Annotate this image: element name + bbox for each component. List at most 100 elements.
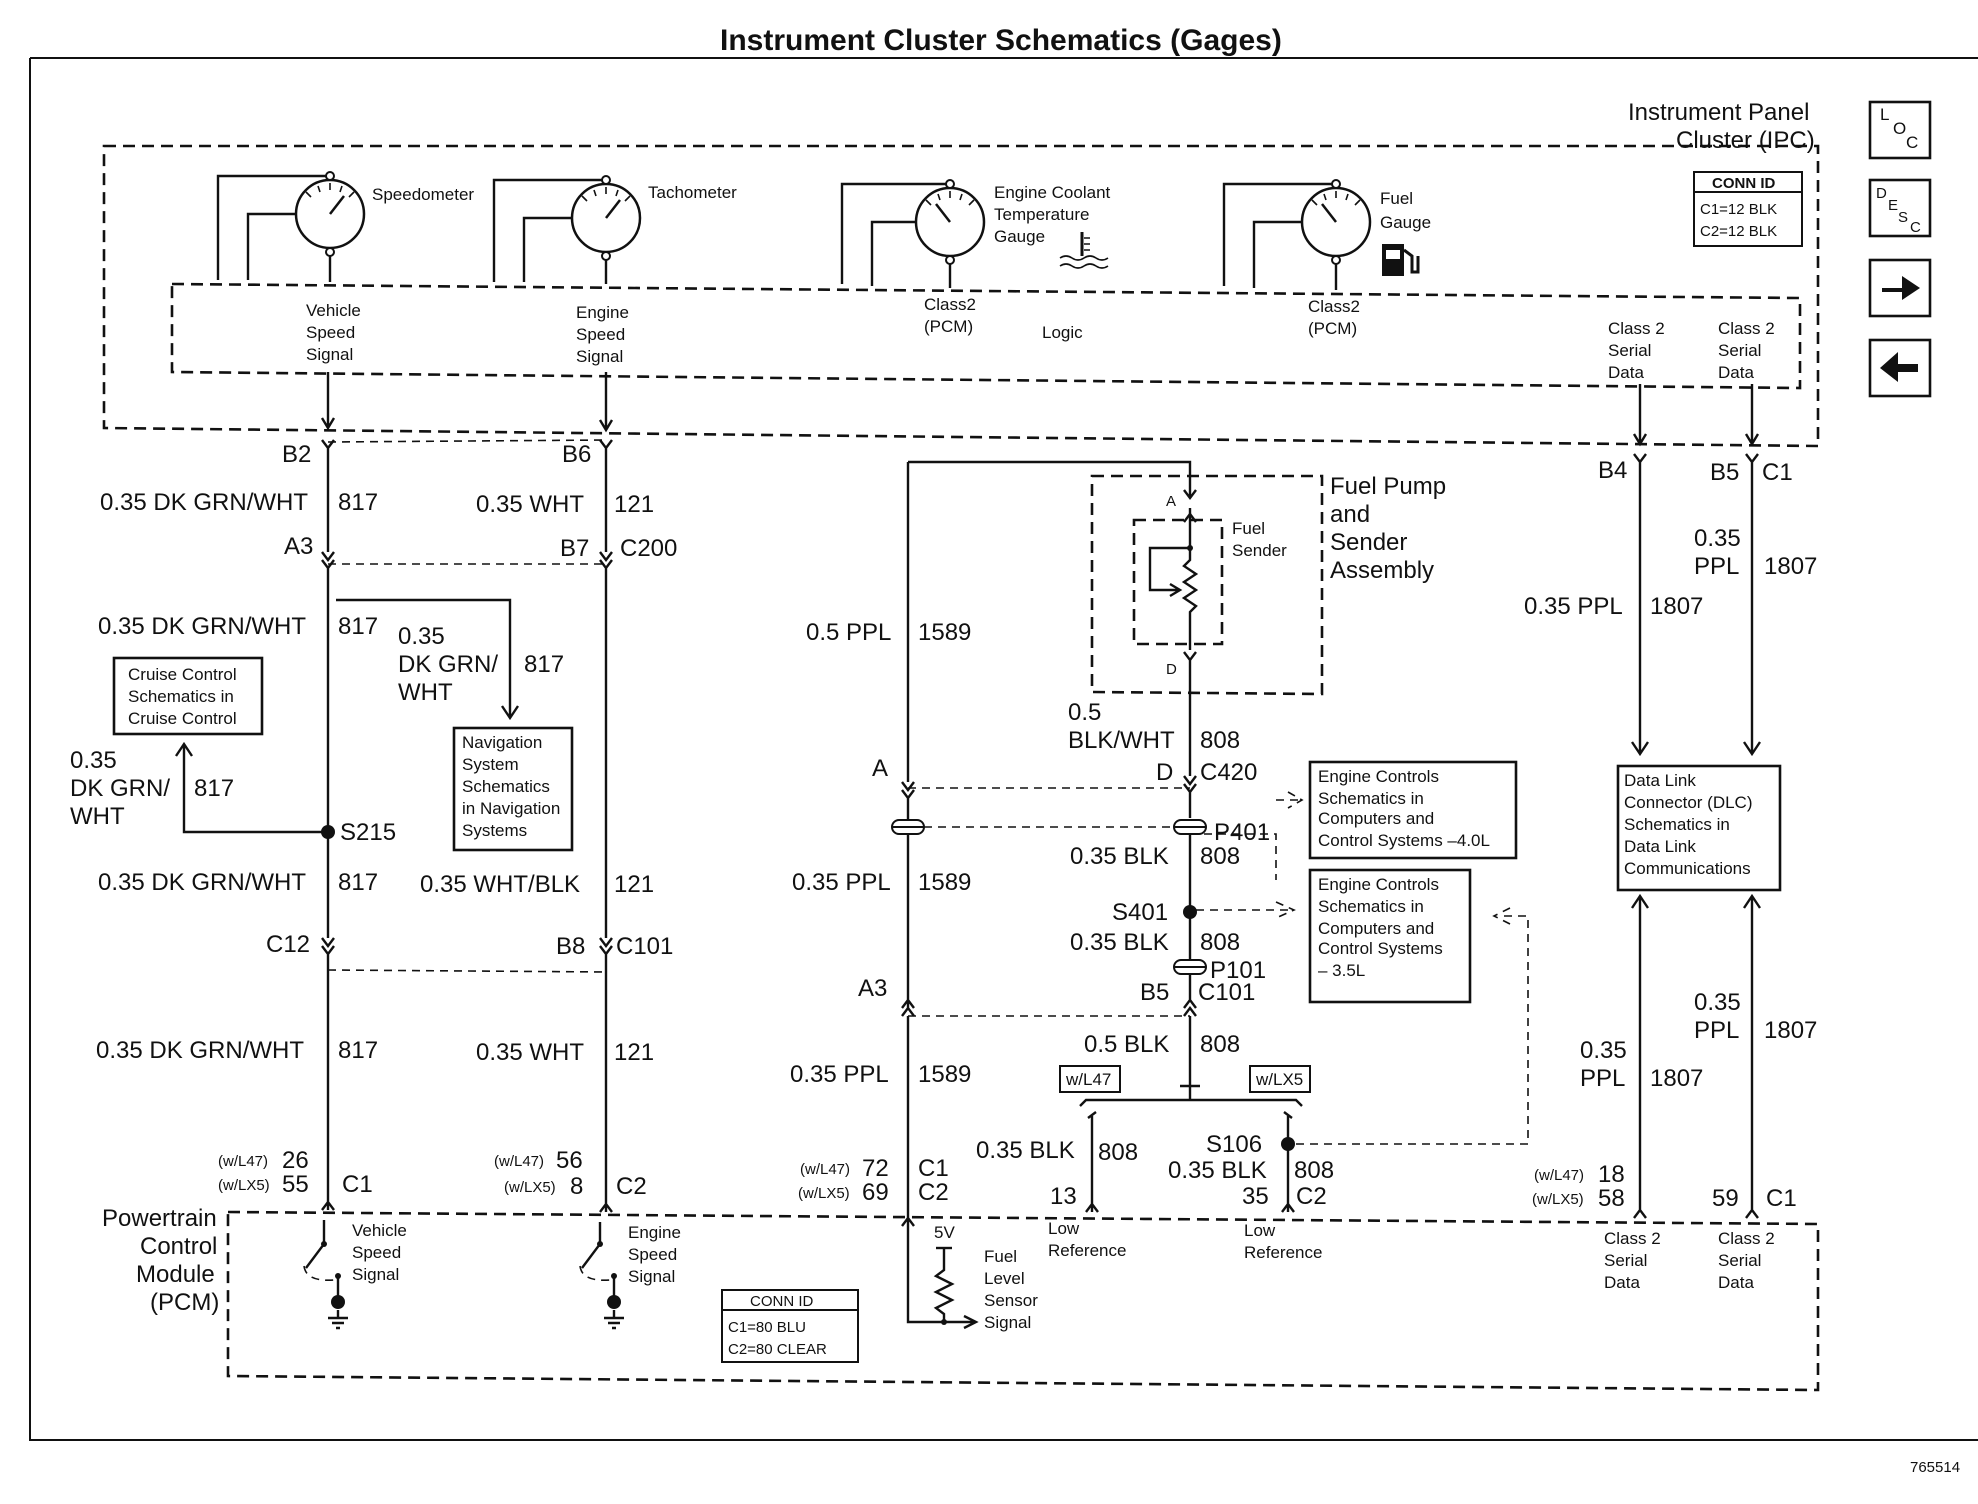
pin-dlc-l47: (w/L47) [1534, 1167, 1584, 1184]
fuel-sender-resistor-icon [1148, 508, 1199, 650]
ipc-serial-data-a-label: Class 2 Serial Data [1608, 319, 1665, 382]
wire-817-cc-num: 817 [194, 775, 234, 802]
wire-808-2-num: 808 [1200, 843, 1240, 870]
svg-text:Navigation: Navigation [462, 733, 542, 752]
pin-fuel-c2: C2 [918, 1179, 949, 1206]
wire-1589-3-num: 1589 [918, 1061, 971, 1088]
ipc-logic-outline [170, 282, 1802, 390]
engine-controls-4-0l-ref-box[interactable]: Engine Controls Schematics in Computers … [1308, 760, 1518, 860]
svg-text:Serial: Serial [1718, 341, 1761, 360]
wire-808-2-gauge: 0.35 BLK [1070, 843, 1169, 870]
pcm-fuel-level-label: Fuel Level Sensor Signal [984, 1247, 1038, 1332]
wire-1807-b-left-num: 1807 [1650, 1065, 1703, 1092]
svg-text:D: D [1876, 185, 1887, 202]
svg-text:Computers and: Computers and [1318, 919, 1434, 938]
svg-text:Signal: Signal [352, 1265, 399, 1284]
page-title: Instrument Cluster Schematics (Gages) [720, 24, 1282, 57]
svg-text:O: O [1893, 119, 1906, 138]
ipc-outline [102, 144, 1820, 448]
svg-text:Communications: Communications [1624, 859, 1751, 878]
conn-b5-mid: B5 [1140, 979, 1169, 1006]
wire-1589-1-gauge: 0.5 PPL [806, 619, 891, 646]
pin-ess-l47-num: 56 [556, 1147, 583, 1174]
pin-35-conn: C2 [1296, 1183, 1327, 1210]
svg-text:– 3.5L: – 3.5L [1318, 961, 1365, 980]
wire-1807-b-right-gauge-2: PPL [1694, 1017, 1739, 1044]
wire-817-nav-gauge-3: WHT [398, 679, 453, 706]
svg-text:Reference: Reference [1244, 1243, 1322, 1262]
pcm-vss-label: Vehicle Speed Signal [352, 1221, 407, 1284]
coolant-gauge-label-2: Temperature [994, 205, 1089, 224]
pin-ess-conn: C2 [616, 1173, 647, 1200]
ipc-vss-label: Vehicle Speed Signal [306, 301, 361, 364]
tachometer-icon [492, 175, 642, 284]
conn-b2: B2 [282, 441, 311, 468]
cruise-control-ref-box[interactable]: Cruise Control Schematics in Cruise Cont… [112, 656, 264, 736]
svg-text:Signal: Signal [628, 1267, 675, 1286]
wire-817-nav-gauge-2: DK GRN/ [398, 651, 498, 678]
svg-text:Class 2: Class 2 [1718, 1229, 1775, 1248]
svg-text:Serial: Serial [1604, 1251, 1647, 1270]
svg-text:CONN ID: CONN ID [750, 1293, 814, 1310]
engine-controls-3-5l-ref-box[interactable]: Engine Controls Schematics in Computers … [1308, 868, 1472, 1004]
svg-text:(PCM): (PCM) [1308, 319, 1357, 338]
pin-fuel-c1: C1 [918, 1155, 949, 1182]
svg-text:Low: Low [1048, 1219, 1080, 1238]
pcm-name-1: Powertrain [102, 1205, 217, 1232]
loc-button[interactable]: LOC [1868, 100, 1932, 160]
prev-arrow-button[interactable] [1868, 338, 1932, 398]
navigation-ref-box[interactable]: Navigation System Schematics in Navigati… [452, 726, 574, 852]
svg-text:Engine: Engine [628, 1223, 681, 1242]
coolant-gauge-icon [840, 179, 986, 288]
coolant-gauge-label-3: Gauge [994, 227, 1045, 246]
conn-p101: P101 [1210, 957, 1266, 984]
svg-text:w/LX5: w/LX5 [1255, 1070, 1303, 1089]
fuel-sender-label-1: Fuel [1232, 519, 1265, 538]
wire-1807-serial [1631, 384, 1761, 1219]
fuel-pump-icon [1382, 244, 1420, 276]
fuel-pump-assembly-outline [1090, 474, 1324, 696]
splice-s215: S215 [340, 819, 396, 846]
svg-text:w/L47: w/L47 [1065, 1070, 1111, 1089]
conn-a-fuel: A [872, 755, 888, 782]
next-arrow-button[interactable] [1868, 258, 1932, 318]
wire-808-6-gauge: 0.35 BLK [1168, 1157, 1267, 1184]
fuel-gauge-label-1: Fuel [1380, 189, 1413, 208]
svg-text:Data: Data [1608, 363, 1644, 382]
wire-808-1-gauge-2: BLK/WHT [1068, 727, 1175, 754]
svg-text:Serial: Serial [1608, 341, 1651, 360]
wire-817-1-num: 817 [338, 489, 378, 516]
pin-vss-conn: C1 [342, 1171, 373, 1198]
conn-c420: C420 [1200, 759, 1257, 786]
wire-817-cc-gauge-1: 0.35 [70, 747, 117, 774]
svg-text:Data: Data [1718, 1273, 1754, 1292]
svg-text:Vehicle: Vehicle [352, 1221, 407, 1240]
pin-ess-lx5-num: 8 [570, 1173, 583, 1200]
pcm-name-3: Module [136, 1261, 215, 1288]
dlc-ref-box[interactable]: Data Link Connector (DLC) Schematics in … [1616, 764, 1782, 892]
wire-1807-top-gauge-1: 0.35 [1694, 525, 1741, 552]
svg-text:C1=12 BLK: C1=12 BLK [1700, 201, 1777, 218]
svg-text:Signal: Signal [576, 347, 623, 366]
pcm-ess-switch-icon [579, 1222, 624, 1330]
ipc-class2-pcm-a-label: Class2 (PCM) [924, 295, 976, 336]
fuel-sender-label-2: Sender [1232, 541, 1287, 560]
wire-1589-fuel-level [891, 460, 1197, 1227]
pcm-serial-b-label: Class 2 Serial Data [1718, 1229, 1775, 1292]
thermometer-icon [1059, 232, 1109, 269]
svg-text:Level: Level [984, 1269, 1025, 1288]
pin-fuel-lx5-num: 69 [862, 1179, 889, 1206]
pcm-vss-switch-icon [303, 1220, 348, 1330]
wire-1807-left-gauge: 0.35 PPL [1524, 593, 1623, 620]
pcm-5v-label: 5V [934, 1223, 955, 1242]
wire-1589-2-num: 1589 [918, 869, 971, 896]
pcm-conn-id: CONN ID C1=80 BLU C2=80 CLEAR [721, 1289, 859, 1363]
conn-b8: B8 [556, 933, 585, 960]
svg-text:Speed: Speed [306, 323, 355, 342]
svg-text:Engine: Engine [576, 303, 629, 322]
wire-1807-top-num: 1807 [1764, 553, 1817, 580]
wire-808-4-num: 808 [1200, 1031, 1240, 1058]
fuel-pump-label-1: Fuel Pump [1330, 473, 1446, 500]
conn-c101-mid: C101 [1198, 979, 1255, 1006]
